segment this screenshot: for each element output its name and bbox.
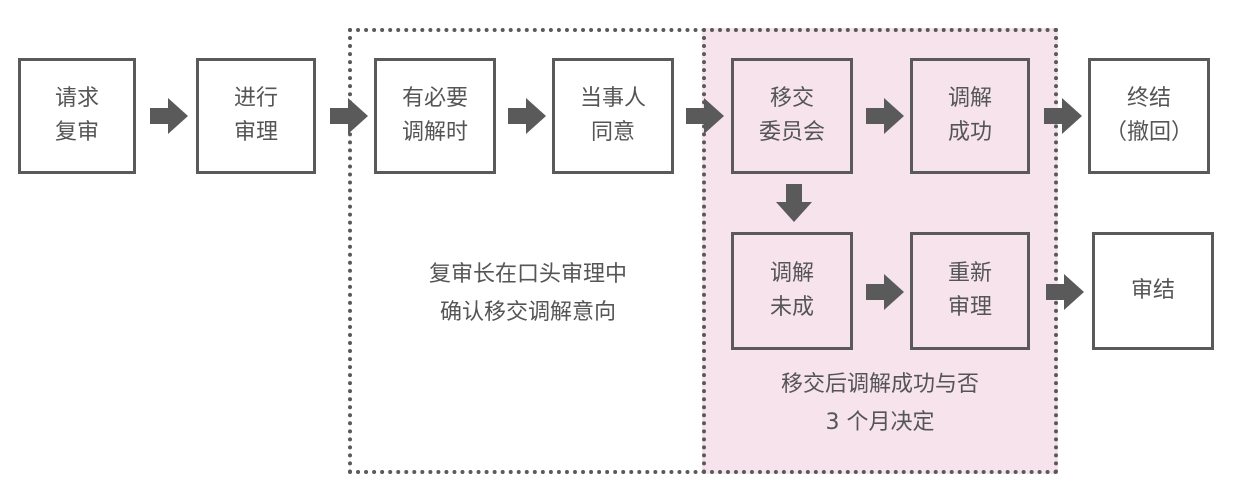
terminate-withdraw-label: 终结 （撤回） [1104, 86, 1193, 145]
party-consent-label: 当事人 同意 [579, 86, 646, 145]
mediation-failed-box: 调解 未成 [731, 232, 853, 350]
arrow-right-icon [330, 98, 368, 134]
request-review-label: 请求 复审 [54, 86, 99, 145]
review-closed-box: 审结 [1092, 232, 1214, 350]
arrow-right-icon [866, 274, 904, 310]
terminate-withdraw-box: 终结 （撤回） [1088, 58, 1210, 174]
conduct-review-box: 进行 审理 [196, 58, 316, 174]
arrow-right-icon [686, 98, 724, 134]
decide-timeline-note: 移交后调解成功与否 3 个月决定 [780, 372, 979, 435]
arrow-right-icon [508, 98, 546, 134]
conduct-review-label: 进行 审理 [233, 86, 278, 145]
arrow-right-icon [1044, 98, 1082, 134]
mediation-success-label: 调解 成功 [947, 86, 992, 145]
refer-committee-box: 移交 委员会 [731, 58, 853, 174]
review-closed-label: 审结 [1130, 278, 1175, 303]
refer-committee-label: 移交 委员会 [758, 86, 825, 145]
mediation-needed-box: 有必要 调解时 [374, 58, 496, 174]
re-review-label: 重新 审理 [947, 261, 992, 320]
mediation-failed-label: 调解 未成 [769, 261, 814, 320]
arrow-right-icon [1046, 274, 1084, 310]
arrow-down-icon [776, 184, 812, 222]
arrow-right-icon [866, 98, 904, 134]
mediation-success-box: 调解 成功 [910, 58, 1030, 174]
arrow-right-icon [150, 98, 188, 134]
request-review-box: 请求 复审 [18, 58, 136, 174]
re-review-box: 重新 审理 [910, 232, 1030, 350]
confirm-intent-note: 复审长在口头审理中 确认移交调解意向 [428, 262, 627, 325]
mediation-needed-label: 有必要 调解时 [401, 86, 468, 145]
party-consent-box: 当事人 同意 [552, 58, 674, 174]
